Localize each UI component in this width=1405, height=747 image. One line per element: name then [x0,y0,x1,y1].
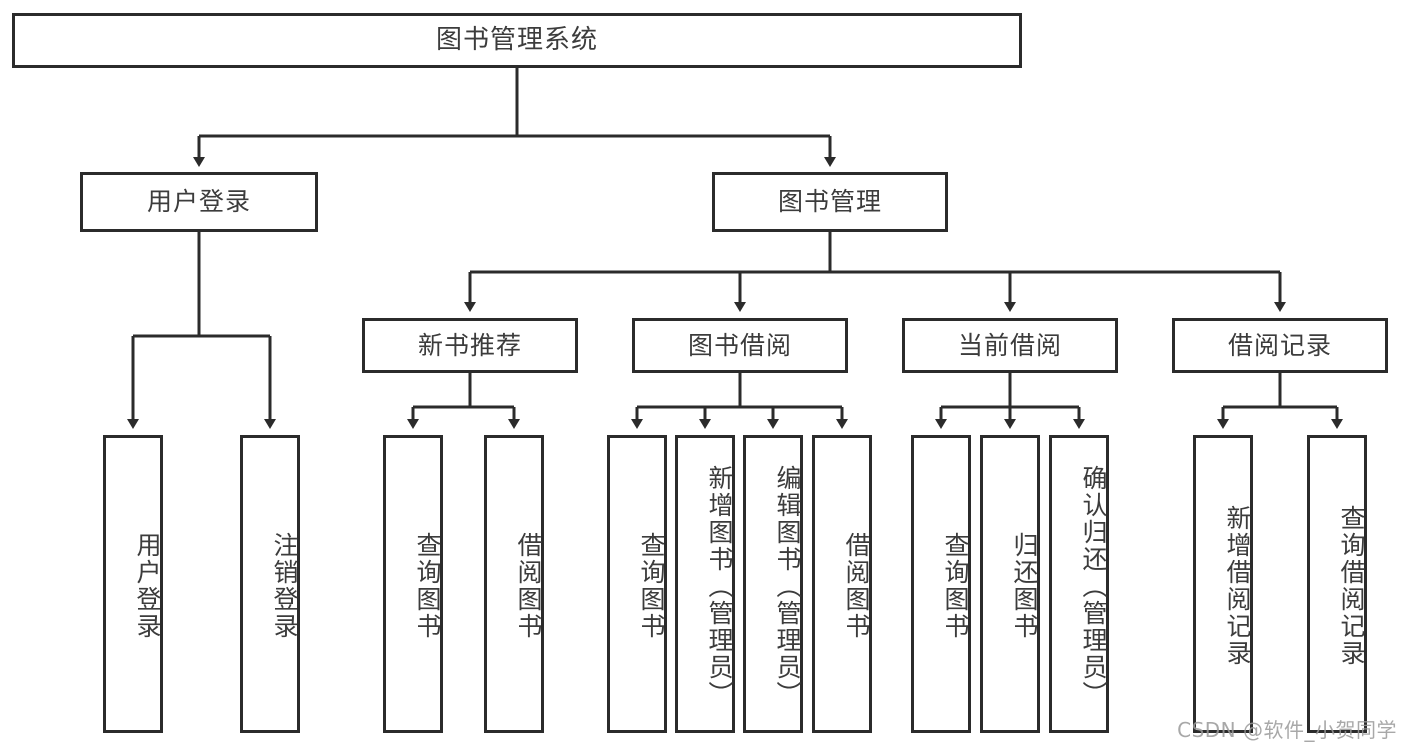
node-label: 图书管理系统 [435,25,598,56]
leaf-borrow-add-book-admin[interactable]: 新增图书（管理员） [675,435,735,733]
leaf-user-login-login[interactable]: 用户登录 [103,435,163,733]
leaf-new-book-query-books[interactable]: 查询图书 [383,435,443,733]
node-label: 图书借阅 [687,330,792,360]
node-label: 新书推荐 [417,330,522,360]
node-label: 查询借阅记录 [1337,505,1366,667]
leaf-records-add-record[interactable]: 新增借阅记录 [1193,435,1253,733]
node-label: 查询图书 [413,532,442,640]
node-label: 新增图书（管理员） [705,464,734,708]
leaf-current-confirm-return-admin[interactable]: 确认归还（管理员） [1049,435,1109,733]
node-root-system[interactable]: 图书管理系统 [12,13,1022,68]
leaf-borrow-borrow-books[interactable]: 借阅图书 [812,435,872,733]
leaf-current-return-books[interactable]: 归还图书 [980,435,1040,733]
node-user-login[interactable]: 用户登录 [80,172,318,232]
node-label: 新增借阅记录 [1223,505,1252,667]
node-label: 注销登录 [270,532,299,640]
leaf-borrow-query-books[interactable]: 查询图书 [607,435,667,733]
node-label: 图书管理 [777,187,882,217]
node-label: 查询图书 [941,532,970,640]
node-label: 当前借阅 [957,330,1062,360]
node-label: 借阅记录 [1227,330,1332,360]
node-label: 用户登录 [146,187,251,217]
node-book-management[interactable]: 图书管理 [712,172,948,232]
leaf-user-login-logout[interactable]: 注销登录 [240,435,300,733]
node-label: 用户登录 [133,532,162,640]
leaf-records-query-record[interactable]: 查询借阅记录 [1307,435,1367,733]
node-label: 查询图书 [637,532,666,640]
leaf-new-book-borrow-books[interactable]: 借阅图书 [484,435,544,733]
node-label: 借阅图书 [514,532,543,640]
node-label: 确认归还（管理员） [1079,464,1108,708]
node-label: 归还图书 [1010,532,1039,640]
node-new-book-recommend[interactable]: 新书推荐 [362,318,578,373]
node-borrow-records[interactable]: 借阅记录 [1172,318,1388,373]
leaf-current-query-books[interactable]: 查询图书 [911,435,971,733]
leaf-borrow-edit-book-admin[interactable]: 编辑图书（管理员） [743,435,803,733]
node-book-borrow[interactable]: 图书借阅 [632,318,848,373]
csdn-watermark: CSDN @软件_小贺同学 [1177,718,1397,742]
node-label: 编辑图书（管理员） [773,464,802,708]
node-current-borrow[interactable]: 当前借阅 [902,318,1118,373]
node-label: 借阅图书 [842,532,871,640]
